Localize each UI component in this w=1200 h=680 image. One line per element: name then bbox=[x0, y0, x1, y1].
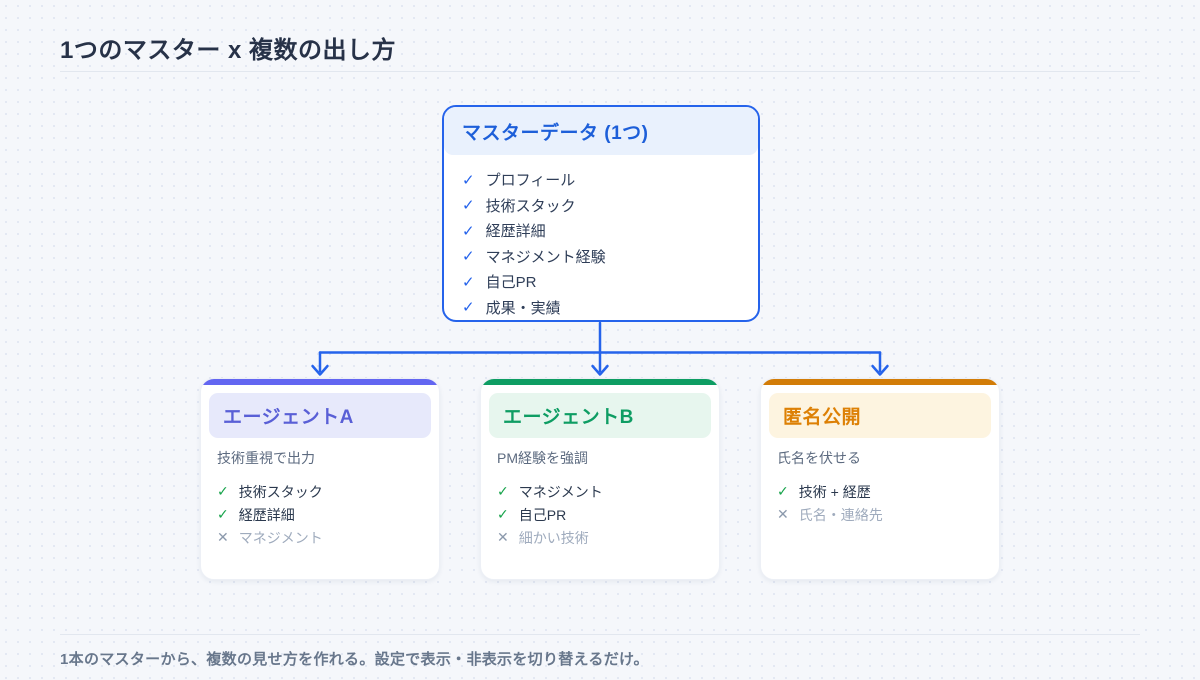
cross-icon: ✕ bbox=[777, 506, 789, 522]
arrowhead-icon bbox=[311, 364, 329, 376]
master-item-label: 技術スタック bbox=[485, 197, 576, 215]
card-header: エージェントB bbox=[489, 393, 711, 438]
card-item-label: 経歴詳細 bbox=[238, 506, 295, 523]
card-item-label: マネジメント bbox=[238, 529, 323, 546]
card-agent-a: エージェントA 技術重視で出力 ✓ 技術スタック ✓ 経歴詳細 ✕ マネジメント bbox=[200, 378, 440, 580]
page-title: 1つのマスター x 複数の出し方 bbox=[60, 37, 397, 64]
card-item-list: ✓ マネジメント ✓ 自己PR ✕ 細かい技術 bbox=[497, 480, 703, 549]
cross-icon: ✕ bbox=[497, 529, 509, 545]
master-item: ✓ 技術スタック bbox=[462, 193, 740, 219]
title-divider bbox=[60, 71, 1140, 72]
card-title: エージェントB bbox=[503, 407, 634, 428]
excluded-item: ✕ マネジメント bbox=[217, 526, 423, 549]
card-subtitle: 技術重視で出力 bbox=[217, 450, 315, 466]
card-item-list: ✓ 技術 + 経歴 ✕ 氏名・連絡先 bbox=[777, 480, 983, 526]
check-icon: ✓ bbox=[462, 197, 475, 215]
master-item: ✓ 成果・実績 bbox=[462, 295, 740, 321]
card-title: 匿名公開 bbox=[783, 407, 862, 428]
check-icon: ✓ bbox=[462, 171, 475, 189]
included-item: ✓ マネジメント bbox=[497, 480, 703, 503]
master-item: ✓ 自己PR bbox=[462, 269, 740, 295]
master-item-label: マネジメント経験 bbox=[485, 248, 606, 266]
check-icon: ✓ bbox=[497, 506, 509, 522]
included-item: ✓ 経歴詳細 bbox=[217, 503, 423, 526]
master-header: マスターデータ (1つ) bbox=[444, 107, 758, 155]
card-header: 匿名公開 bbox=[769, 393, 991, 438]
card-subtitle: 氏名を伏せる bbox=[777, 450, 861, 466]
card-item-label: 技術スタック bbox=[238, 483, 323, 500]
master-title: マスターデータ (1つ) bbox=[462, 122, 649, 144]
master-item-label: 経歴詳細 bbox=[485, 223, 546, 241]
card-title: エージェントA bbox=[223, 407, 354, 428]
card-accent-bar bbox=[761, 379, 999, 385]
check-icon: ✓ bbox=[462, 222, 475, 240]
check-icon: ✓ bbox=[462, 299, 475, 317]
card-agent-b: エージェントB PM経験を強調 ✓ マネジメント ✓ 自己PR ✕ 細かい技術 bbox=[480, 378, 720, 580]
included-item: ✓ 自己PR bbox=[497, 503, 703, 526]
master-item-label: 成果・実績 bbox=[485, 299, 561, 317]
included-item: ✓ 技術 + 経歴 bbox=[777, 480, 983, 503]
card-item-label: 技術 + 経歴 bbox=[798, 483, 871, 500]
card-item-label: 細かい技術 bbox=[518, 529, 589, 546]
check-icon: ✓ bbox=[777, 483, 789, 499]
master-data-box: マスターデータ (1つ) ✓ プロフィール ✓ 技術スタック ✓ 経歴詳細 ✓ マネジメント経… bbox=[442, 105, 760, 322]
card-subtitle: PM経験を強調 bbox=[497, 450, 588, 466]
card-item-label: 氏名・連絡先 bbox=[798, 506, 883, 523]
check-icon: ✓ bbox=[497, 483, 509, 499]
master-item-label: プロフィール bbox=[485, 172, 576, 190]
card-body: PM経験を強調 ✓ マネジメント ✓ 自己PR ✕ 細かい技術 bbox=[481, 438, 719, 549]
card-accent-bar bbox=[201, 379, 439, 385]
included-item: ✓ 技術スタック bbox=[217, 480, 423, 503]
check-icon: ✓ bbox=[217, 483, 229, 499]
master-item: ✓ プロフィール bbox=[462, 167, 740, 193]
footer-divider bbox=[60, 634, 1140, 635]
check-icon: ✓ bbox=[217, 506, 229, 522]
check-icon: ✓ bbox=[462, 248, 475, 266]
excluded-item: ✕ 氏名・連絡先 bbox=[777, 503, 983, 526]
card-header: エージェントA bbox=[209, 393, 431, 438]
card-anonymous: 匿名公開 氏名を伏せる ✓ 技術 + 経歴 ✕ 氏名・連絡先 bbox=[760, 378, 1000, 580]
card-item-label: マネジメント bbox=[518, 483, 603, 500]
master-item-label: 自己PR bbox=[485, 274, 537, 292]
card-body: 氏名を伏せる ✓ 技術 + 経歴 ✕ 氏名・連絡先 bbox=[761, 438, 999, 526]
card-item-label: 自己PR bbox=[518, 506, 567, 523]
footer-note: 1本のマスターから、複数の見せ方を作れる。設定で表示・非表示を切り替えるだけ。 bbox=[60, 651, 649, 668]
arrowhead-icon bbox=[591, 364, 609, 376]
master-item-list: ✓ プロフィール ✓ 技術スタック ✓ 経歴詳細 ✓ マネジメント経験 ✓ 自己PR ✓ 成果・実績 bbox=[444, 167, 758, 320]
arrowhead-icon bbox=[871, 364, 889, 376]
card-item-list: ✓ 技術スタック ✓ 経歴詳細 ✕ マネジメント bbox=[217, 480, 423, 549]
master-item: ✓ 経歴詳細 bbox=[462, 218, 740, 244]
cross-icon: ✕ bbox=[217, 529, 229, 545]
card-accent-bar bbox=[481, 379, 719, 385]
excluded-item: ✕ 細かい技術 bbox=[497, 526, 703, 549]
card-body: 技術重視で出力 ✓ 技術スタック ✓ 経歴詳細 ✕ マネジメント bbox=[201, 438, 439, 549]
check-icon: ✓ bbox=[462, 273, 475, 291]
master-item: ✓ マネジメント経験 bbox=[462, 244, 740, 270]
